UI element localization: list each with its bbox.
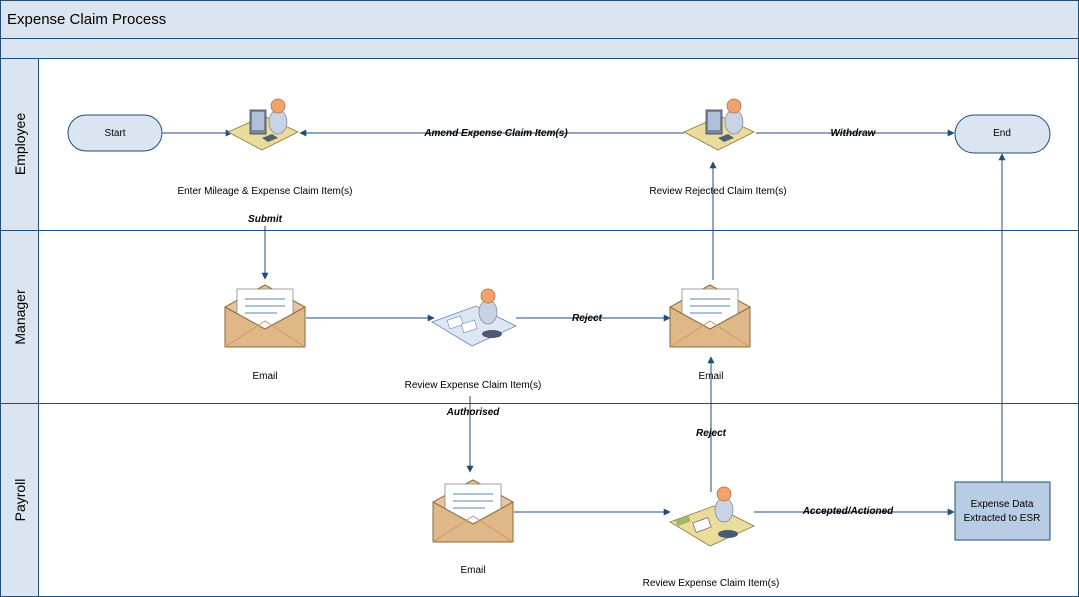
edge-label-withdraw: Withdraw bbox=[831, 128, 877, 139]
diagram-title: Expense Claim Process bbox=[7, 11, 166, 28]
task-label-review-payroll: Review Expense Claim Item(s) bbox=[643, 578, 780, 589]
envelope-icon bbox=[432, 479, 514, 543]
edge-label-reject-manager: Reject bbox=[572, 313, 603, 324]
title-bar bbox=[0, 0, 1079, 39]
edge-label-authorised: Authorised bbox=[446, 407, 501, 418]
envelope-icon bbox=[224, 284, 306, 348]
lane-header-employee bbox=[0, 58, 39, 231]
lane-label-employee: Employee bbox=[12, 113, 28, 175]
lane-body-manager bbox=[38, 230, 1079, 404]
end-terminal bbox=[954, 114, 1051, 154]
edge-label-submit: Submit bbox=[248, 214, 283, 225]
node-label-email-payroll: Email bbox=[460, 565, 485, 576]
start-terminal bbox=[67, 114, 163, 152]
esr-label-line2: Extracted to ESR bbox=[964, 513, 1041, 524]
node-label-email-manager-1: Email bbox=[252, 371, 277, 382]
end-label: End bbox=[993, 128, 1011, 139]
envelope-icon bbox=[669, 284, 751, 348]
edge-label-amend: Amend Expense Claim Item(s) bbox=[423, 128, 568, 139]
lane-label-payroll: Payroll bbox=[12, 479, 28, 522]
lane-body-payroll bbox=[38, 403, 1079, 597]
start-label: Start bbox=[104, 128, 125, 139]
edge-label-reject-payroll: Reject bbox=[696, 428, 727, 439]
esr-label-line1: Expense Data bbox=[971, 499, 1034, 510]
lane-label-manager: Manager bbox=[12, 289, 28, 345]
lane-header-manager bbox=[0, 230, 39, 404]
lane-header-payroll bbox=[0, 403, 39, 597]
node-label-email-manager-2: Email bbox=[698, 371, 723, 382]
esr-process-box bbox=[954, 481, 1051, 541]
task-label-enter-items: Enter Mileage & Expense Claim Item(s) bbox=[177, 186, 352, 197]
lane-body-employee bbox=[38, 58, 1079, 231]
edge-label-accepted: Accepted/Actioned bbox=[802, 506, 894, 517]
sub-header-bar bbox=[0, 38, 1079, 59]
task-label-review-rejected: Review Rejected Claim Item(s) bbox=[649, 186, 786, 197]
task-label-review-manager: Review Expense Claim Item(s) bbox=[405, 380, 542, 391]
